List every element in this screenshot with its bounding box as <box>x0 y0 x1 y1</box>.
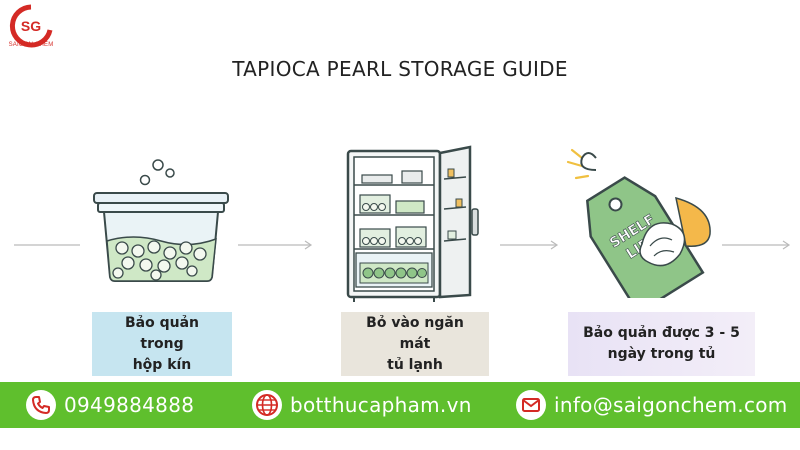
arrow-icon <box>14 244 80 246</box>
logo-caption: SAIGON CHEM <box>8 42 54 48</box>
page-title: TAPIOCA PEARL STORAGE GUIDE <box>232 57 568 81</box>
saigonchem-logo-icon: SG <box>9 4 53 48</box>
arrow-right-icon <box>238 240 313 250</box>
refrigerator-icon <box>346 145 479 302</box>
email-address[interactable]: info@saigonchem.com <box>554 393 788 417</box>
website-link[interactable]: botthucapham.vn <box>290 393 472 417</box>
step-label-line1: Bảo quản được 3 - 5 <box>583 325 740 341</box>
shelf-life-tag-icon: SHELF LIFE <box>566 148 711 298</box>
step-card-container: Bảo quản trong hộp kín <box>92 312 232 376</box>
step-card-fridge: Bỏ vào ngăn mát tủ lạnh <box>341 312 489 376</box>
arrow-right-icon <box>722 240 791 250</box>
step-label-line2: ngày trong tủ <box>607 346 716 362</box>
contact-footer: 0949884888 botthucapham.vn info@saigonch… <box>0 382 800 428</box>
sealed-container-icon <box>93 159 229 282</box>
step-card-shelf-life: Bảo quản được 3 - 5 ngày trong tủ <box>568 312 755 376</box>
arrow-right-icon <box>500 240 559 250</box>
logo-initials: SG <box>21 18 41 34</box>
globe-icon <box>252 390 282 420</box>
phone-number[interactable]: 0949884888 <box>64 393 195 417</box>
step-label-line2: tủ lạnh <box>387 356 443 373</box>
logo: SG <box>4 4 58 54</box>
step-label-line2: hộp kín <box>132 356 192 373</box>
footer-website[interactable]: botthucapham.vn <box>252 382 472 428</box>
footer-phone[interactable]: 0949884888 <box>26 382 194 428</box>
step-label-line1: Bảo quản trong <box>124 314 199 352</box>
step-label-line1: Bỏ vào ngăn mát <box>366 314 464 352</box>
email-icon <box>516 390 546 420</box>
phone-icon <box>26 390 56 420</box>
footer-email[interactable]: info@saigonchem.com <box>516 382 788 428</box>
